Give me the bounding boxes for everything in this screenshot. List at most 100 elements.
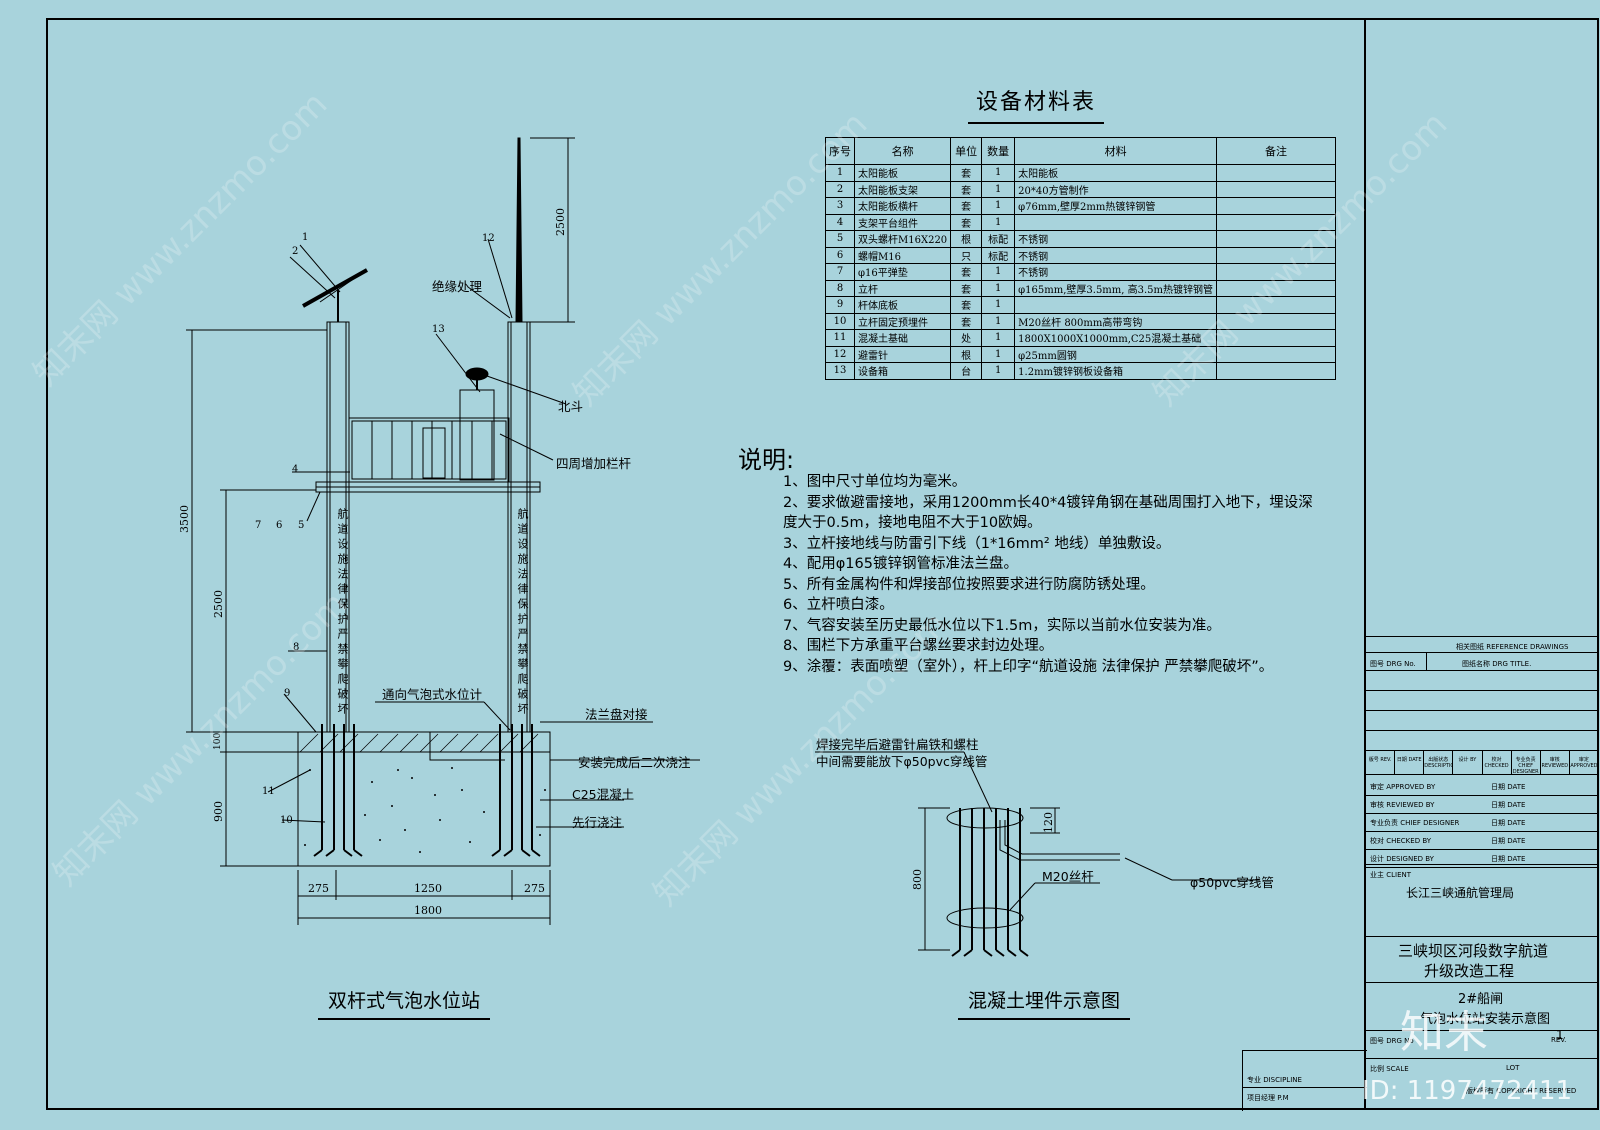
notes-title: 说明: <box>738 446 795 474</box>
note-item: 7、气容安装至历史最低水位以下1.5m，实际以当前水位安装为准。 <box>783 617 1221 634</box>
callout-10: 10 <box>280 815 293 826</box>
discipline-box: 专业 DISCIPLINE 项目经理 P.M <box>1242 1050 1367 1111</box>
dim-rod: 2500 <box>554 208 567 236</box>
table-cell: 混凝土基础 <box>853 329 952 347</box>
signature-role: 校对 CHECKED BY <box>1370 837 1432 845</box>
dim-right: 275 <box>524 882 545 895</box>
table-cell: 支架平台组件 <box>853 213 952 231</box>
table-cell <box>1014 213 1218 231</box>
table-cell <box>1216 279 1337 297</box>
table-cell: 10 <box>825 312 855 330</box>
table-cell: 设备箱 <box>853 362 952 380</box>
dim-plate: 100 <box>213 732 223 750</box>
table-cell: 套 <box>950 296 983 314</box>
brand-logo: 知末 <box>1400 1007 1488 1058</box>
callout-8: 8 <box>293 642 300 653</box>
callout-5: 5 <box>298 520 305 531</box>
note-item: 2、要求做避雷接地，采用1200mm长40*4镀锌角钢在基础周围打入地下，埋设深 <box>783 494 1313 511</box>
table-cell <box>1216 362 1337 380</box>
table-cell: 避雷针 <box>853 345 952 363</box>
table-cell: 只 <box>950 246 983 264</box>
pole-text-right: 航道设施法律保护严禁攀爬破坏 <box>516 508 529 718</box>
table-cell <box>1216 230 1337 248</box>
table-cell: 套 <box>950 164 983 182</box>
callout-9: 9 <box>284 688 291 699</box>
table-cell: 12 <box>825 345 855 363</box>
callout-4: 4 <box>292 464 299 475</box>
tb-drg-title: 图纸名称 DRG TITLE. <box>1462 660 1532 668</box>
signature-role: 审定 APPROVED BY <box>1370 783 1436 791</box>
signature-date: 日期 DATE <box>1491 801 1526 809</box>
notes-list: 1、图中尺寸单位均为毫米。 2、要求做避雷接地，采用1200mm长40*4镀锌角… <box>783 472 1343 677</box>
label-m20-rod: M20丝杆 <box>1042 869 1094 884</box>
table-cell: 标配 <box>981 246 1016 264</box>
callout-12: 12 <box>482 233 495 244</box>
note-item: 4、配用φ165镀锌钢管标准法兰盘。 <box>783 556 1018 572</box>
col-unit: 单位 <box>950 137 983 165</box>
label-insulation: 绝缘处理 <box>432 279 483 294</box>
callout-6: 6 <box>276 520 283 531</box>
table-cell: M20丝杆 800mm高带弯钩 <box>1014 312 1218 330</box>
note-item: 3、立杆接地线与防雷引下线（1*16mm² 地线）单独敷设。 <box>783 535 1171 552</box>
table-cell: 套 <box>950 197 983 215</box>
table-cell: 1 <box>981 164 1016 182</box>
table-cell: 立杆固定预埋件 <box>853 312 952 330</box>
revision-col: 校对 CHECKED <box>1483 750 1512 774</box>
label-pvc-pipe: φ50pvc穿线管 <box>1190 875 1274 890</box>
revision-col: 审定 APPROVED <box>1570 750 1599 774</box>
signature-date: 日期 DATE <box>1491 837 1526 845</box>
label-beidou: 北斗 <box>558 399 584 414</box>
table-cell <box>1216 213 1337 231</box>
tb-drg-label: 图号 DRG No <box>1370 1037 1414 1045</box>
label-first-pour: 先行浇注 <box>572 815 623 830</box>
signature-date: 日期 DATE <box>1491 783 1526 791</box>
note-item: 9、涂覆：表面喷塑（室外），杆上印字“航道设施 法律保护 严禁攀爬破坏”。 <box>783 658 1274 675</box>
callout-13: 13 <box>432 324 445 335</box>
revision-col: 审核 REVIEWED <box>1541 750 1570 774</box>
note-item: 6、立杆喷白漆。 <box>783 597 894 613</box>
table-cell: 3 <box>825 197 855 215</box>
col-remark: 备注 <box>1216 137 1337 165</box>
caption-embedded: 混凝土埋件示意图 <box>958 986 1131 1020</box>
signature-date: 日期 DATE <box>1491 855 1526 863</box>
table-cell: 1 <box>825 164 855 182</box>
table-header-row: 序号 名称 单位 数量 材料 备注 <box>825 137 1337 165</box>
table-cell <box>1216 164 1337 182</box>
dim-foundation: 900 <box>212 801 225 822</box>
tb-reference: 相关图纸 REFERENCE DRAWINGS <box>1456 643 1569 651</box>
table-cell: 13 <box>825 362 855 380</box>
tb-client-label: 业主 CLIENT <box>1370 871 1412 879</box>
tb-lot: LOT <box>1506 1064 1520 1072</box>
table-cell: 9 <box>825 296 855 314</box>
revision-col: 专业负责 CHIEF DESIGNER <box>1512 750 1541 774</box>
pole-text-left: 航道设施法律保护严禁攀爬破坏 <box>336 508 349 718</box>
tb-client: 长江三峡通航管理局 <box>1406 886 1515 900</box>
signature-row: 校对 CHECKED BY 日期 DATE <box>1366 832 1599 850</box>
tb-pm: 项目经理 P.M <box>1247 1094 1289 1102</box>
table-cell <box>1216 197 1337 215</box>
label-to-gauge: 通向气泡式水位计 <box>382 687 483 702</box>
callout-7: 7 <box>255 520 262 531</box>
note-item: 1、图中尺寸单位均为毫米。 <box>783 474 967 490</box>
table-cell: 7 <box>825 263 855 281</box>
table-cell: 杆体底板 <box>853 296 952 314</box>
table-cell: 立杆 <box>853 279 952 297</box>
table-cell: 螺帽M16 <box>853 246 952 264</box>
drawing-frame <box>46 18 1599 1110</box>
table-cell: 太阳能板支架 <box>853 180 952 198</box>
label-second-pour: 安装完成后二次浇注 <box>578 755 691 770</box>
tb-project-line2: 升级改造工程 <box>1424 962 1515 980</box>
